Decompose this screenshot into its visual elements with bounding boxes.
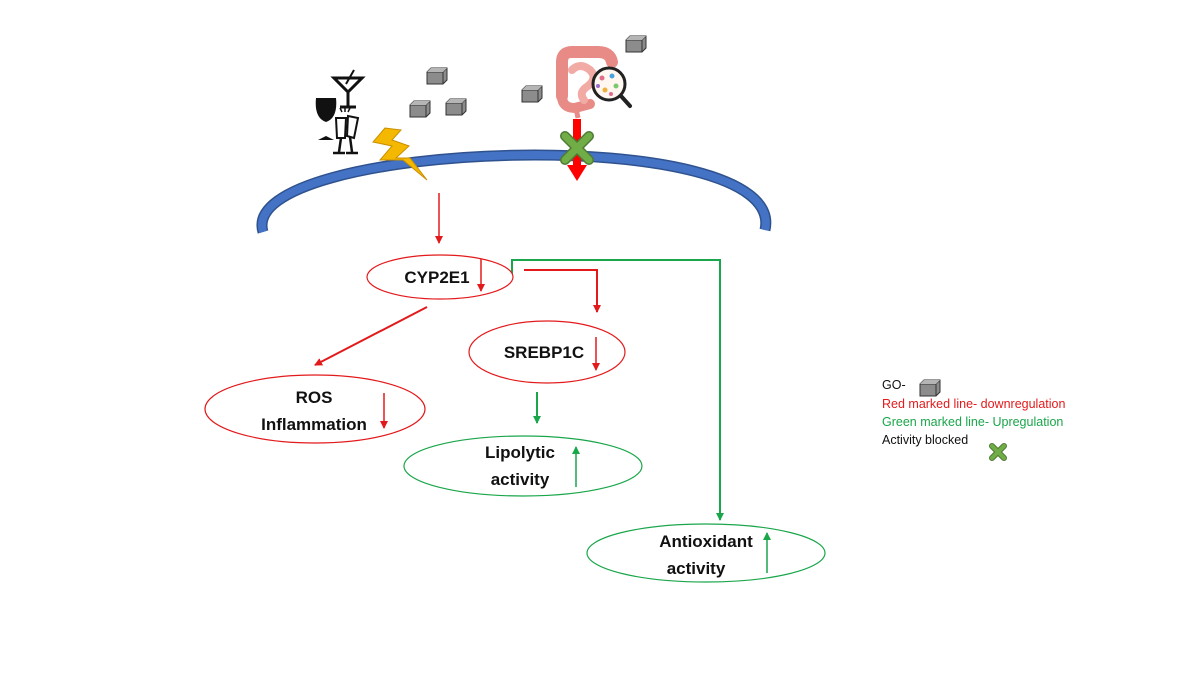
arrow-cyp2e1-to-ros xyxy=(314,306,428,366)
arrow-cyp2e1-to-srebp1c xyxy=(524,269,601,313)
arrow-cyp2e1-to-antioxidant xyxy=(511,259,724,521)
magnifier-icon xyxy=(591,66,632,108)
node-srebp1c-label: SREBP1C xyxy=(504,343,584,362)
legend: GO- Red marked line- downregulation Gree… xyxy=(882,378,1065,461)
lightning-icon xyxy=(372,127,428,181)
node-lipolytic-label-line1: Lipolytic xyxy=(485,443,555,462)
node-cyp2e1-label: CYP2E1 xyxy=(404,268,469,287)
legend-go-label: GO- xyxy=(882,378,906,392)
node-lipolytic-label-line2: activity xyxy=(491,470,550,489)
node-lipolytic-activity: Lipolytic activity xyxy=(403,435,643,497)
node-ros-inflammation: ROS Inflammation xyxy=(204,374,426,444)
node-ros-label-line1: ROS xyxy=(296,388,333,407)
legend-green-line-label: Green marked line- Upregulation xyxy=(882,415,1063,429)
node-antioxidant-activity: Antioxidant activity xyxy=(586,523,826,583)
legend-blocked-label: Activity blocked xyxy=(882,433,968,447)
node-antioxidant-label-line2: activity xyxy=(667,559,726,578)
node-ros-label-line2: Inflammation xyxy=(261,415,367,434)
node-antioxidant-label-line1: Antioxidant xyxy=(659,532,753,551)
node-cyp2e1: CYP2E1 xyxy=(366,254,514,300)
blocked-cross-icon xyxy=(560,131,594,165)
legend-go-flake-icon xyxy=(919,379,941,397)
legend-cross-icon xyxy=(989,443,1007,461)
node-srebp1c: SREBP1C xyxy=(468,320,626,384)
alcohol-glasses-icon xyxy=(315,69,366,155)
legend-red-line-label: Red marked line- downregulation xyxy=(882,397,1065,411)
intestine-icon xyxy=(556,46,618,119)
